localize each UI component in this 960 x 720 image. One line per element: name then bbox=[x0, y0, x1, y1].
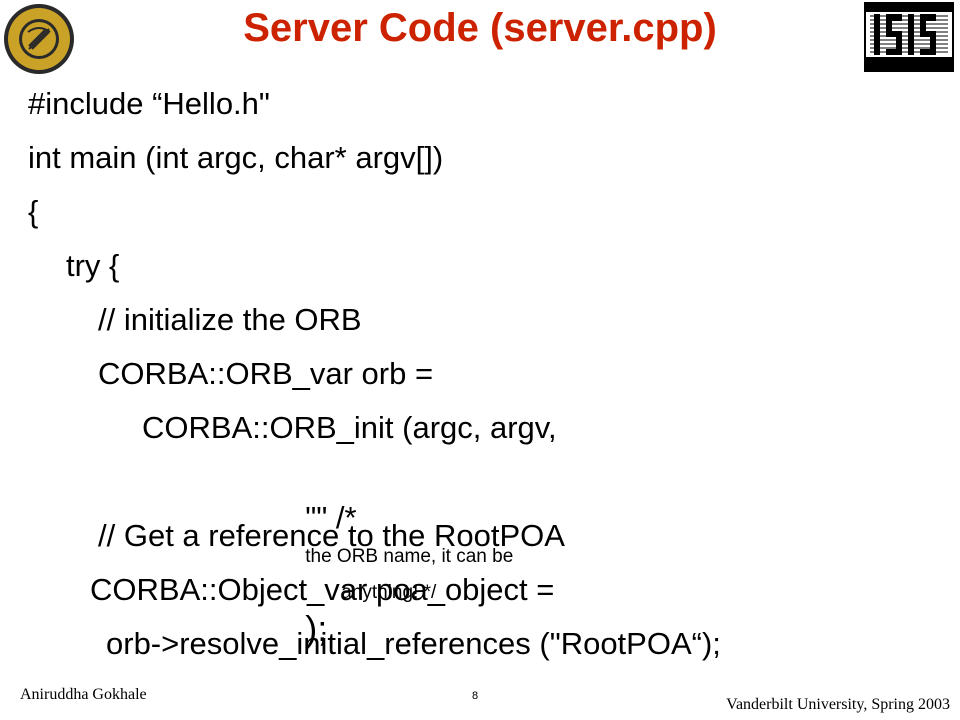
code-line-6: CORBA::ORB_var orb = bbox=[98, 356, 434, 391]
code-line-4: try { bbox=[66, 248, 120, 283]
vanderbilt-seal-logo bbox=[4, 4, 74, 74]
code-line-11: orb->resolve_initial_references ("RootPO… bbox=[106, 626, 721, 661]
code-line-8-comment-end: anything! */ bbox=[341, 582, 437, 603]
code-line-10: CORBA::Object_var poa_object = bbox=[90, 572, 555, 607]
code-line-3: { bbox=[28, 194, 39, 229]
code-line-8-comment: the ORB name, it can be bbox=[305, 546, 514, 567]
code-line-8-start: "" /* bbox=[305, 500, 357, 535]
isis-logo bbox=[864, 2, 954, 72]
code-line-2: int main (int argc, char* argv[]) bbox=[28, 140, 444, 175]
code-line-5: // initialize the ORB bbox=[98, 302, 362, 337]
code-line-7: CORBA::ORB_init (argc, argv, bbox=[142, 410, 557, 445]
code-line-8: "" /* the ORB name, it can be anything! … bbox=[288, 464, 513, 650]
footer-institution: Vanderbilt University, Spring 2003 bbox=[726, 696, 950, 713]
slide-title: Server Code (server.cpp) bbox=[243, 6, 717, 50]
code-line-8-close: ); bbox=[305, 608, 328, 649]
code-line-9: // Get a reference to the RootPOA bbox=[98, 518, 565, 553]
footer-author: Aniruddha Gokhale bbox=[20, 686, 147, 703]
code-line-1: #include “Hello.h" bbox=[28, 86, 270, 121]
page-number: 8 bbox=[472, 690, 479, 702]
